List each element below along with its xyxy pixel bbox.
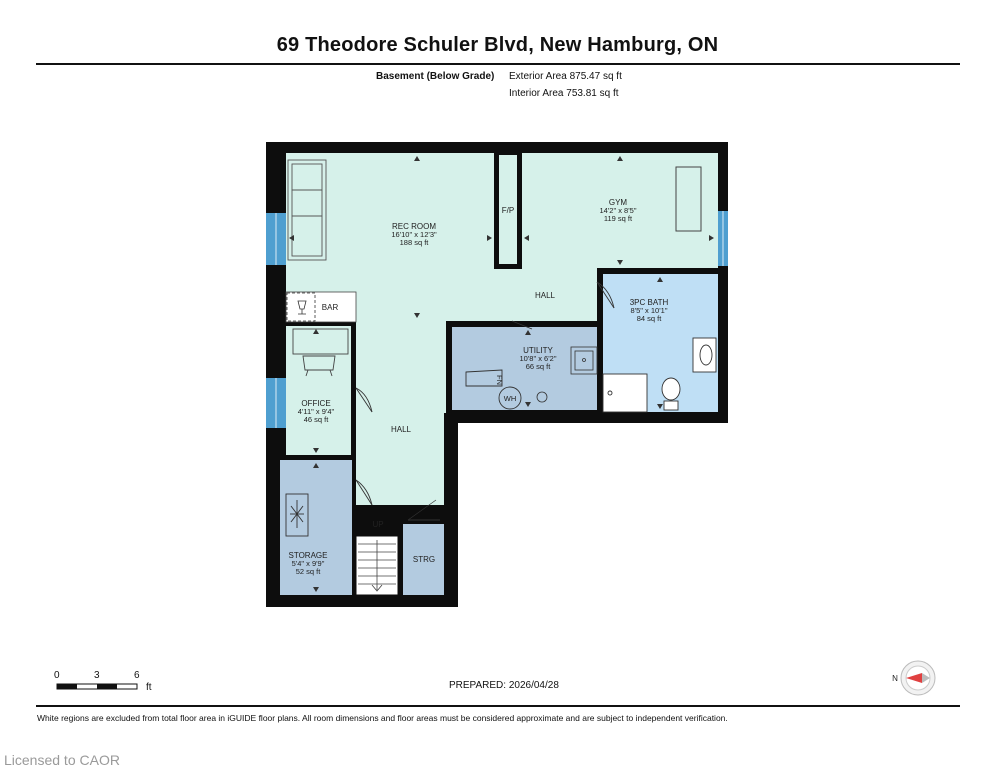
rec-room-dims: 16'10" x 12'3" (391, 230, 437, 239)
rec-room-area (286, 153, 597, 595)
compass-north-label: N (892, 674, 898, 683)
bath-name: 3PC BATH (630, 298, 669, 307)
disclaimer: White regions are excluded from total fl… (37, 713, 728, 723)
storage-area: 52 sq ft (296, 567, 322, 576)
drain-icon (536, 391, 548, 403)
gym-bench-icon (675, 166, 702, 232)
strg-area (403, 524, 444, 595)
bar-sink-icon (286, 292, 316, 322)
rec-room-area: 188 sq ft (400, 238, 430, 247)
fireplace-label: F/P (502, 206, 514, 215)
address-title: 69 Theodore Schuler Blvd, New Hamburg, O… (276, 34, 719, 56)
laundry-sink-icon (570, 346, 598, 375)
wine-glass-icon (297, 300, 307, 315)
storage-name: STORAGE (289, 551, 328, 560)
scale-unit: ft (146, 682, 152, 693)
footer-rule (36, 705, 960, 707)
gym-name: GYM (609, 198, 628, 207)
scale-bar (56, 683, 138, 690)
desk-icon (292, 328, 349, 377)
utility-area (452, 327, 597, 410)
hall-lower-label: HALL (391, 425, 412, 434)
door-swings (355, 281, 615, 521)
stair-treads (358, 540, 396, 592)
storage-dims: 5'4" x 9'9" (292, 559, 325, 568)
storage-area (280, 460, 352, 595)
bath-sink-icon (692, 337, 717, 373)
office-name: OFFICE (301, 399, 330, 408)
shower-icon (602, 373, 648, 413)
up-label: UP (372, 520, 383, 529)
office-dims: 4'11" x 9'4" (298, 407, 335, 416)
furnace-label: FN (495, 375, 504, 385)
scale-tick-3: 3 (94, 670, 100, 681)
toilet-icon (661, 377, 681, 411)
office-area (286, 326, 351, 456)
scale-tick-0: 0 (54, 670, 60, 681)
shelf-icon (285, 493, 309, 537)
water-heater-label: WH (504, 394, 517, 403)
gym-area (522, 153, 718, 269)
dimension-markers (289, 156, 714, 592)
utility-area: 66 sq ft (526, 362, 552, 371)
interior-area: Interior Area 753.81 sq ft (509, 88, 619, 99)
licensed-watermark: Licensed to CAOR (4, 752, 120, 768)
utility-name: UTILITY (523, 346, 553, 355)
water-heater-icon (498, 386, 522, 410)
rec-room-name: REC ROOM (392, 222, 436, 231)
exterior-area: Exterior Area 875.47 sq ft (509, 71, 622, 82)
floor-label: Basement (Below Grade) (376, 71, 495, 82)
bath-area: 84 sq ft (637, 314, 663, 323)
utility-dims: 10'8" x 6'2" (520, 354, 557, 363)
scale-tick-6: 6 (134, 670, 140, 681)
hall-connector (496, 265, 598, 321)
strg-label: STRG (413, 555, 435, 564)
gym-dims: 14'2" x 8'5" (600, 206, 637, 215)
prepared-date: PREPARED: 2026/04/28 (449, 680, 559, 691)
header-rule (36, 63, 960, 65)
bar-label: BAR (322, 303, 339, 312)
gym-area: 119 sq ft (604, 214, 633, 223)
compass-icon (900, 660, 936, 696)
sofa-icon (287, 159, 327, 261)
fireplace-inner (499, 155, 517, 264)
hall-upper-label: HALL (535, 291, 556, 300)
furnace-icon (465, 369, 503, 387)
bath-dims: 8'5" x 10'1" (631, 306, 668, 315)
office-area: 46 sq ft (304, 415, 330, 424)
